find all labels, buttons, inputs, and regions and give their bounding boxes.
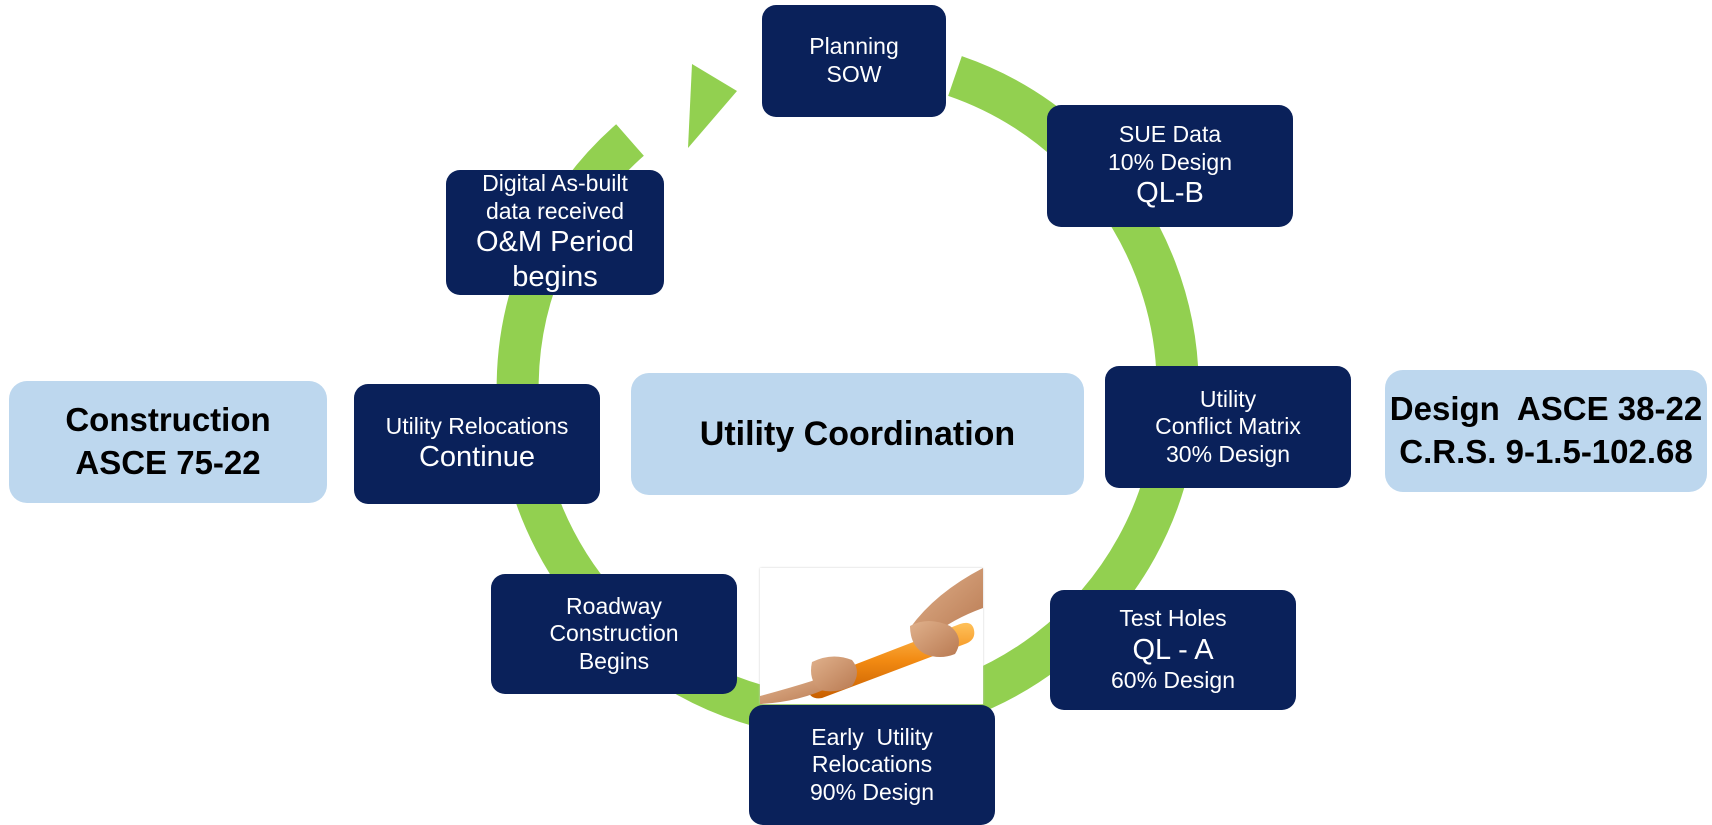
step-relocations-continue-line: Utility Relocations <box>385 412 569 439</box>
step-early-relocations-line: Early Utility <box>811 723 933 750</box>
step-as-built-line: Digital As-built <box>482 170 628 197</box>
step-planning-line: Planning <box>809 33 899 60</box>
construction-standard-label: Construction ASCE 75-22 <box>9 381 327 503</box>
center-title-text: Utility Coordination <box>699 414 1016 453</box>
step-conflict-matrix-line: Conflict Matrix <box>1155 413 1301 440</box>
step-as-built-line: begins <box>512 261 598 294</box>
step-roadway-construction-line: Roadway <box>566 592 662 619</box>
construction-standard-line: ASCE 75-22 <box>75 444 261 481</box>
design-standard-label: Design ASCE 38-22 C.R.S. 9-1.5-102.68 <box>1385 370 1707 492</box>
baton-handoff-icon <box>760 568 983 704</box>
step-test-holes-line: 60% Design <box>1110 667 1236 694</box>
step-test-holes-line: Test Holes <box>1119 605 1227 631</box>
step-roadway-construction-line: Begins <box>578 647 650 674</box>
step-early-relocations-line: Relocations <box>811 751 933 778</box>
design-standard-line: Design ASCE 38-22 <box>1389 390 1703 428</box>
construction-label-line: Construction <box>65 401 271 439</box>
step-as-built-line: data received <box>485 197 625 224</box>
step-conflict-matrix-line: 30% Design <box>1165 440 1291 467</box>
step-roadway-construction-line: Construction <box>549 620 679 647</box>
step-test-holes-line: QL - A <box>1132 633 1214 666</box>
crs-statute-line: C.R.S. 9-1.5-102.68 <box>1399 433 1693 470</box>
step-sue-data-line: QL-B <box>1136 177 1204 210</box>
cycle-arrowhead <box>688 64 737 148</box>
center-title: Utility Coordination <box>631 373 1084 495</box>
step-early-relocations-line: 90% Design <box>809 778 935 805</box>
step-sue-data-line: 10% Design <box>1107 148 1233 175</box>
step-sue-data-line: SUE Data <box>1118 121 1222 147</box>
step-planning-line: SOW <box>826 61 882 87</box>
baton-handoff-photo <box>760 568 983 704</box>
step-relocations-continue-line: Continue <box>418 441 536 474</box>
step-as-built-line: O&M Period <box>476 226 634 259</box>
step-conflict-matrix-line: Utility <box>1199 385 1257 412</box>
